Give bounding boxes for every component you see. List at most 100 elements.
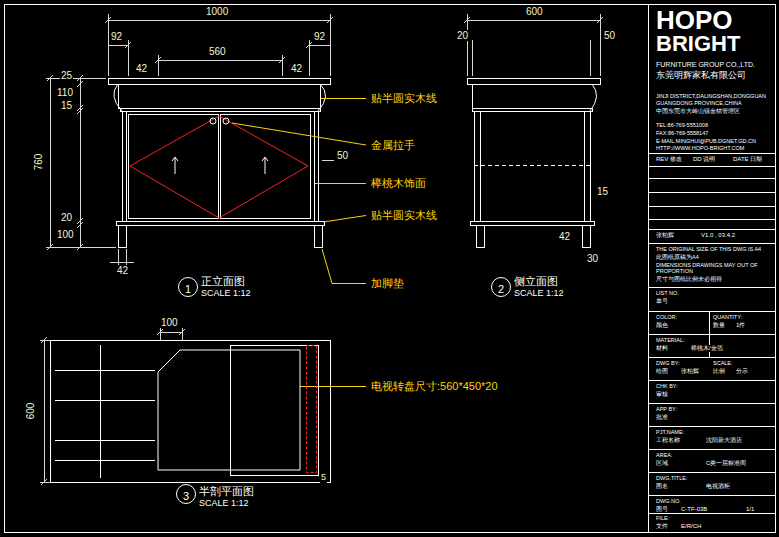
title-block-text: 电视酒柜 <box>705 483 731 490</box>
side-elevation <box>590 84 597 111</box>
callout-text: 电视转盘尺寸:560*450*20 <box>370 380 499 392</box>
dimension-text: 42 <box>290 63 303 74</box>
dimension-text: 42 <box>558 231 571 242</box>
title-block-text: 分示 <box>735 368 749 375</box>
title-block-text: QUANTITY: <box>712 314 743 320</box>
front-elevation <box>314 111 315 221</box>
address-text: 中国东莞市大岭山镇金桔管理区 <box>655 108 741 114</box>
title-block-lines <box>649 495 775 496</box>
title-block-text: LIST NO. <box>655 290 680 296</box>
title-block-text: 材料 <box>655 345 669 352</box>
front-dimension-lines <box>330 14 331 76</box>
side-elevation <box>477 226 485 248</box>
title-block-text: FILE: <box>655 515 670 521</box>
dimension-text: 15 <box>60 100 73 111</box>
scale-text: SCALE 1:12 <box>513 289 565 299</box>
front-elevation <box>210 118 216 124</box>
title-block-text: 区域 <box>655 460 669 467</box>
address-text: JINJI DISTRICT,DALINGSHAN,DONGGUAN <box>655 93 767 99</box>
dimension-text: 15 <box>596 186 609 197</box>
half-section-plan <box>307 346 317 473</box>
title-block-text: AREA: <box>655 452 674 458</box>
plan-dimension-lines <box>157 329 185 335</box>
front-dimension-lines <box>50 78 51 247</box>
side-dimension-lines <box>467 14 468 76</box>
front-dimension-lines <box>108 45 128 46</box>
half-section-plan <box>231 346 319 476</box>
plan-dimension-lines <box>160 328 161 340</box>
dimension-text: 25 <box>60 70 73 81</box>
sheet-frame <box>5 5 776 533</box>
dimension-text: 20 <box>60 212 73 223</box>
title-block-text: 数量 <box>712 322 726 329</box>
front-dimension-lines <box>108 20 330 21</box>
title-block-lines <box>649 192 775 193</box>
half-section-plan <box>55 370 155 371</box>
view-title: 侧立面图 <box>513 275 559 287</box>
dimension-text: 42 <box>135 63 148 74</box>
title-block-text: 工程名称 <box>655 437 681 444</box>
front-dimension-lines <box>126 249 127 266</box>
title-block-lines <box>649 229 775 230</box>
title-block-lines <box>649 219 775 220</box>
front-dimension-lines <box>46 14 334 266</box>
sheet-frame <box>649 5 776 533</box>
plan-dimension-lines <box>41 337 47 485</box>
title-block-lines <box>649 513 775 514</box>
front-dimension-lines <box>310 45 330 46</box>
dimension-text: 600 <box>525 6 544 17</box>
plan-dimension-lines <box>40 482 50 483</box>
title-block-text: C类一层标准间 <box>705 460 747 467</box>
title-block-text: 尺寸与图纸比例未必相符 <box>655 276 723 282</box>
front-elevation <box>223 118 229 124</box>
title-block-lines <box>649 243 775 244</box>
title-block-lines <box>649 357 775 358</box>
dimension-text: 92 <box>313 31 326 42</box>
title-block-text: DIMENSIONS DRAWINGS MAY OUT OF PROPORTIO… <box>655 262 775 274</box>
dimension-text: 42 <box>116 265 129 276</box>
dimension-text: 50 <box>336 150 349 161</box>
plan-dimension-lines <box>160 332 182 333</box>
title-block-lines <box>649 380 775 381</box>
dimension-text: 30 <box>586 253 599 264</box>
front-elevation <box>109 79 331 85</box>
front-elevation <box>129 115 219 219</box>
side-dimension-lines <box>600 14 601 76</box>
callout-text: 贴半圆实木线 <box>370 92 438 104</box>
title-block-lines <box>649 426 775 427</box>
side-elevation <box>468 79 601 85</box>
plan-dimension-lines <box>44 340 45 482</box>
dimension-text: 100 <box>160 317 179 328</box>
front-elevation <box>315 226 323 248</box>
front-dimension-lines <box>282 55 283 76</box>
title-block-text: APP BY: <box>655 406 678 412</box>
title-block-text: E/R/CH <box>680 523 702 530</box>
front-dimension-lines <box>77 75 83 250</box>
side-elevation <box>468 79 601 248</box>
leader-lines <box>300 386 366 387</box>
title-block-text: 文件 <box>655 523 669 530</box>
view-title: 正立面图 <box>200 275 246 287</box>
front-dimension-lines <box>47 75 53 250</box>
view-number-circle: 3 <box>176 484 196 504</box>
company-name: FURNITURE GROUP CO.,LTD. <box>655 61 756 69</box>
leader-lines <box>232 123 366 145</box>
side-elevation <box>480 111 481 221</box>
half-section-plan <box>55 460 155 461</box>
half-section-plan <box>51 341 331 483</box>
dimension-text: 100 <box>56 229 75 240</box>
plan-dimension-lines <box>40 328 185 485</box>
front-dimension-lines <box>46 247 116 248</box>
dimension-text: 760 <box>33 153 44 172</box>
title-block-text: 颜色 <box>655 322 669 329</box>
title-block-lines <box>649 166 775 167</box>
front-elevation <box>123 112 319 222</box>
title-block-text: CHK BY: <box>655 383 679 389</box>
title-block-text: COLOR: <box>655 314 678 320</box>
half-section-plan <box>158 350 300 470</box>
front-elevation <box>172 157 268 174</box>
company-name: 东莞明辉家私有限公司 <box>655 71 747 81</box>
callout-text: 贴半圆实木线 <box>370 209 438 221</box>
side-elevation <box>472 84 473 108</box>
title-block-text: DWG.NO. <box>655 498 682 504</box>
